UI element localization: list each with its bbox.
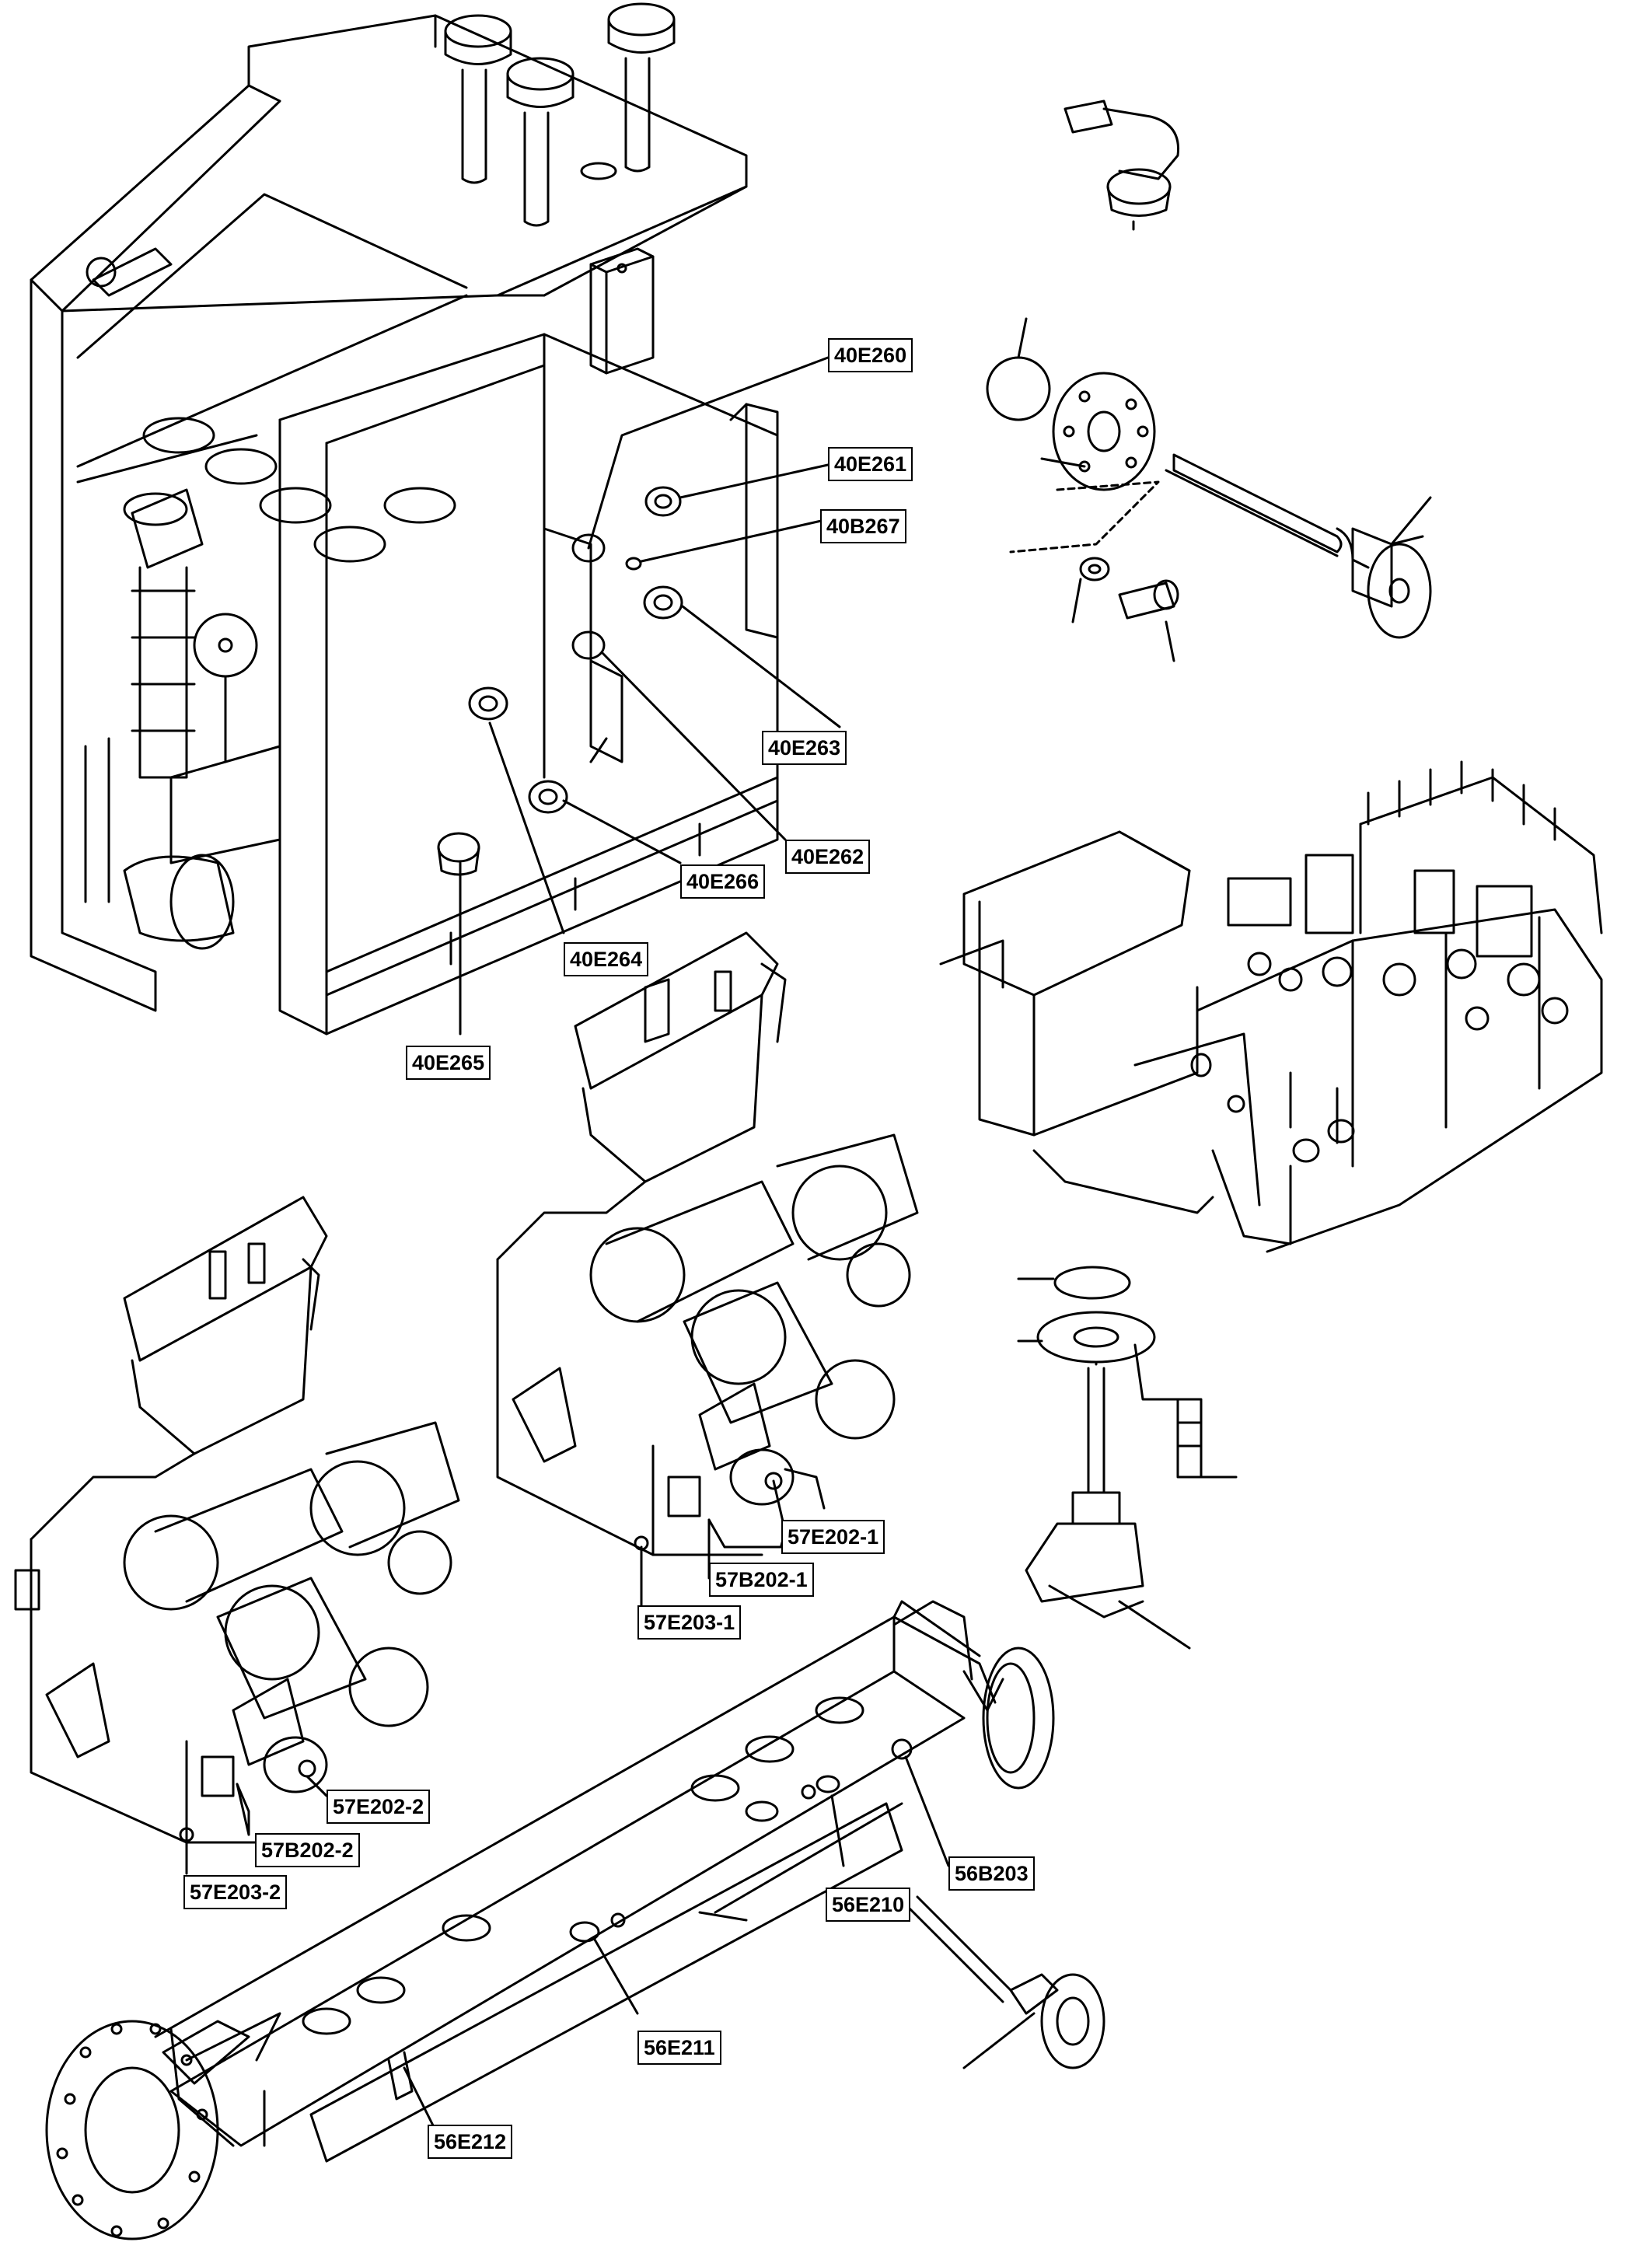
hydraulic-tank-assembly xyxy=(30,2,841,1035)
washer-and-bolt xyxy=(1071,557,1179,662)
coupling-40E260 xyxy=(571,533,606,563)
coupling-40E263 xyxy=(643,585,683,620)
callout-57E203-2: 57E203-2 xyxy=(183,1875,288,1909)
callout-40E263: 40E263 xyxy=(762,731,847,765)
callout-56E212: 56E212 xyxy=(428,2125,513,2159)
sensor-with-flange xyxy=(1017,1266,1238,1650)
callout-57B202-1: 57B202-1 xyxy=(709,1563,814,1597)
coupling-40E262 xyxy=(571,630,606,660)
coupling-40E265 xyxy=(437,832,480,876)
callout-56E211: 56E211 xyxy=(637,2031,721,2065)
filler-cap xyxy=(444,14,512,184)
gearbox-1 xyxy=(496,931,919,1611)
fitting-top xyxy=(1063,100,1180,231)
axle-housing xyxy=(45,1600,1055,2240)
callout-40E262: 40E262 xyxy=(785,840,871,874)
plug-fitting xyxy=(908,1895,1105,2069)
callout-40B267: 40B267 xyxy=(820,509,906,543)
coupling-40E266 xyxy=(528,780,568,814)
coupling-40E261 xyxy=(644,486,682,517)
coupling-40B267 xyxy=(625,557,642,571)
callout-40E264: 40E264 xyxy=(564,942,649,976)
heater-flange xyxy=(986,317,1160,554)
heater-element xyxy=(1165,453,1432,639)
callout-57B202-2: 57B202-2 xyxy=(255,1833,360,1867)
callout-40E261: 40E261 xyxy=(828,447,913,481)
callout-56E210: 56E210 xyxy=(826,1888,911,1922)
callout-40E260: 40E260 xyxy=(828,338,913,372)
filler-cap xyxy=(506,57,575,227)
filler-cap xyxy=(607,2,676,173)
callout-57E202-2: 57E202-2 xyxy=(327,1790,431,1824)
callout-57E203-1: 57E203-1 xyxy=(637,1605,742,1640)
machine-overview xyxy=(939,760,1603,1253)
gearbox-2 xyxy=(14,1196,460,1875)
coupling-40E264 xyxy=(468,686,508,721)
callout-57E202-1: 57E202-1 xyxy=(781,1520,885,1554)
callout-40E265: 40E265 xyxy=(406,1046,491,1080)
callout-40E266: 40E266 xyxy=(680,864,766,899)
callout-56B203: 56B203 xyxy=(948,1856,1035,1891)
